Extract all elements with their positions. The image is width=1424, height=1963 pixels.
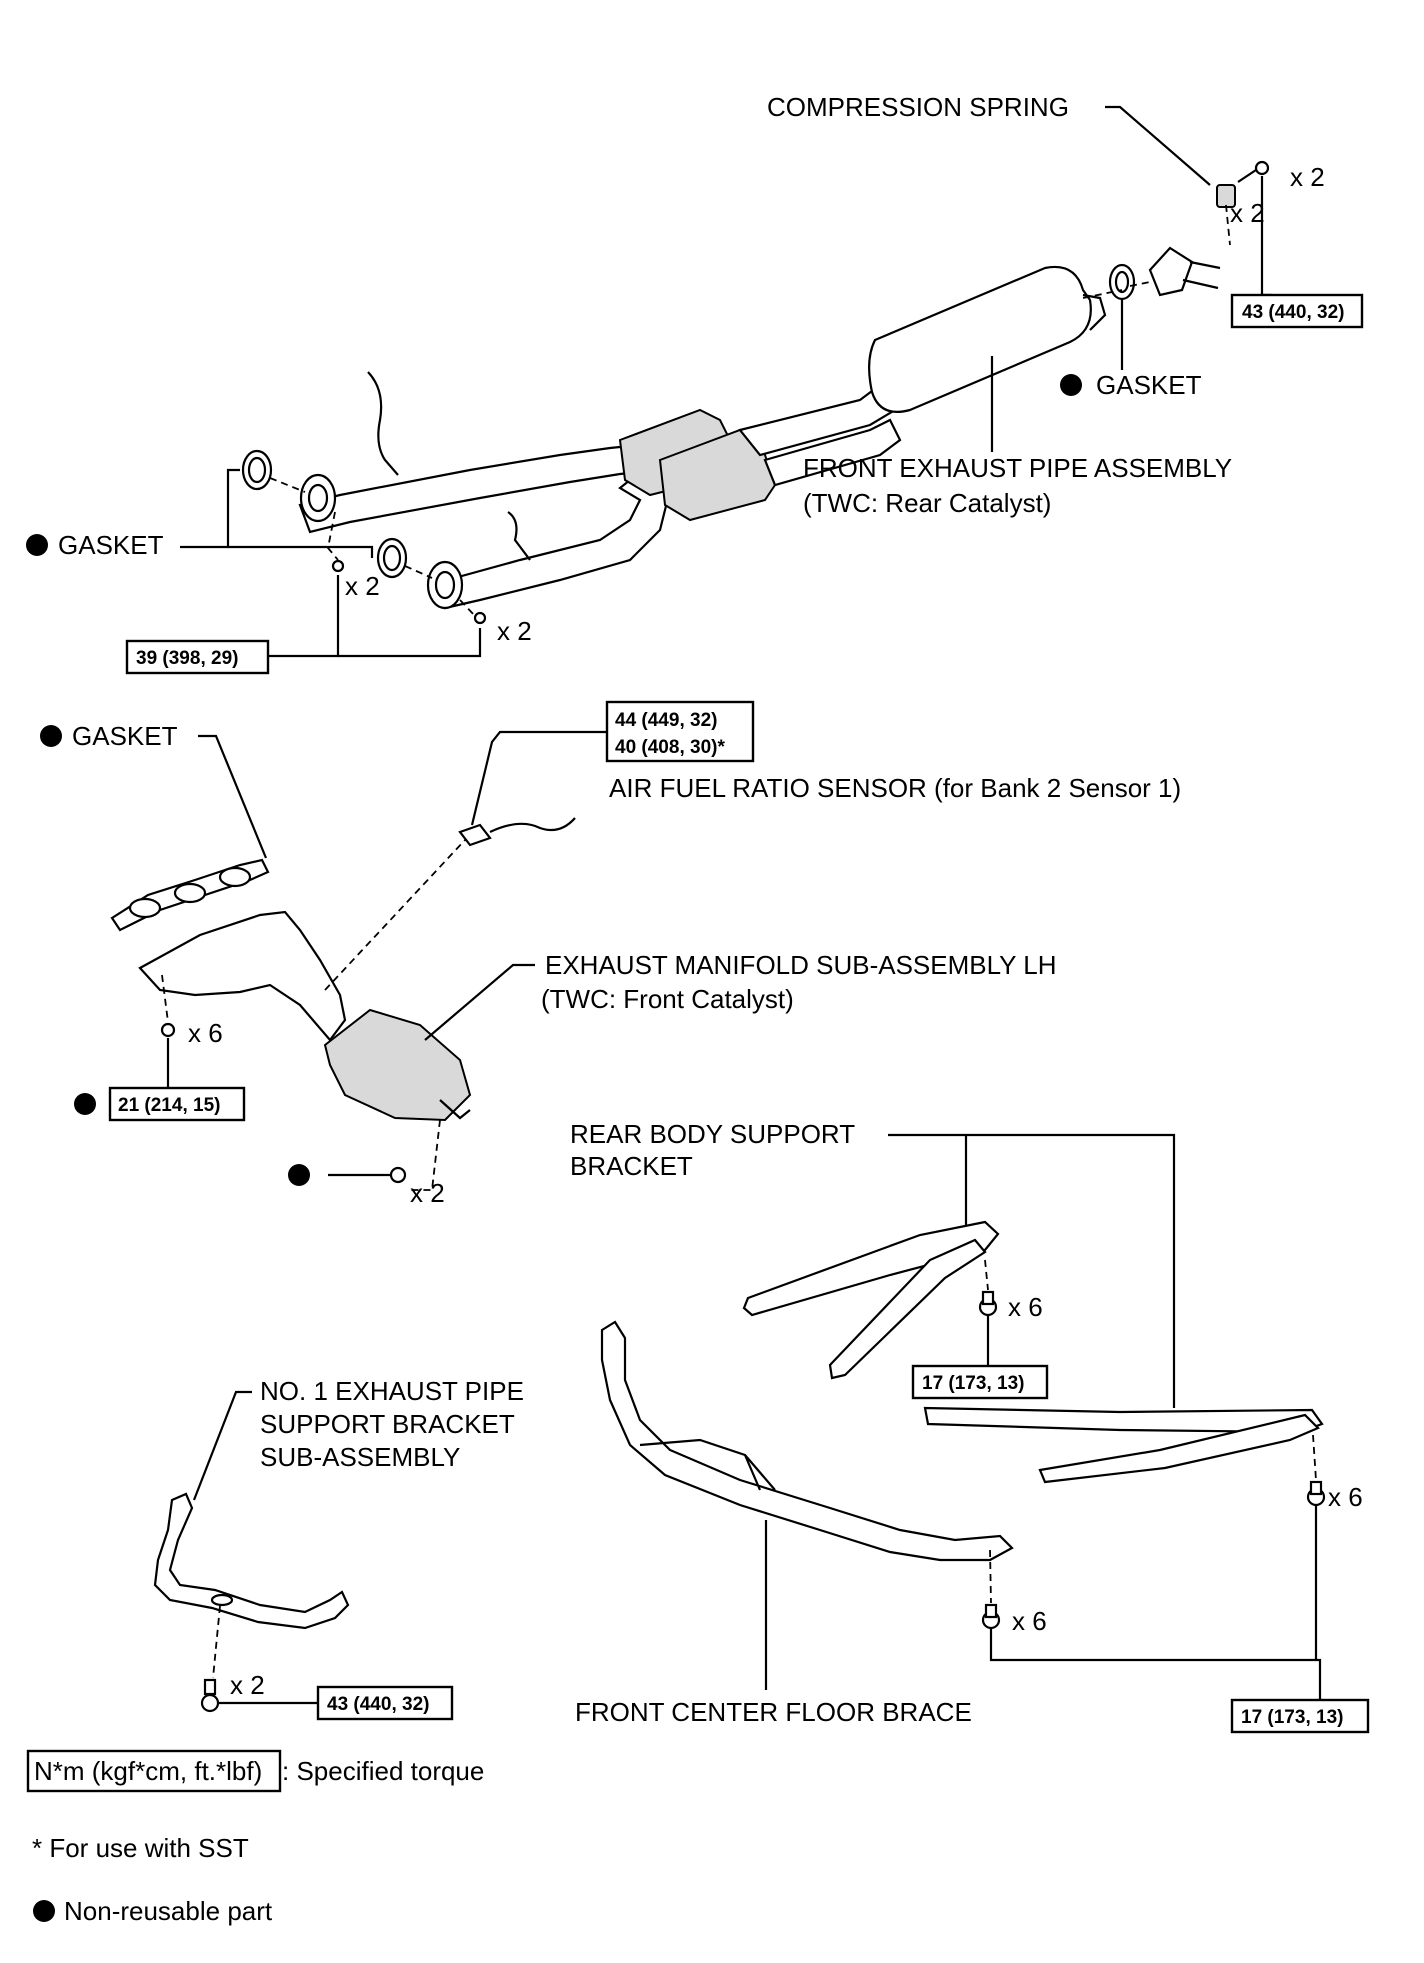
spring-qty: x 2 — [1230, 198, 1265, 228]
front-exhaust-pipe-sub-label: (TWC: Rear Catalyst) — [803, 488, 1051, 518]
sensor-torque-line1: 44 (449, 32) — [615, 710, 717, 731]
no1-torque-box: 43 (440, 32) — [316, 1685, 454, 1721]
manifold-sub-label: (TWC: Front Catalyst) — [541, 984, 794, 1014]
no1-bracket-label-2: SUPPORT BRACKET — [260, 1409, 515, 1439]
rear-body-bolt-qty: x 6 — [1008, 1292, 1043, 1322]
non-reusable-bullet-icon — [40, 725, 62, 747]
manifold-stud-qty: x 2 — [410, 1178, 445, 1208]
flange-a-qty: x 2 — [345, 571, 380, 601]
manifold-torque: 21 (214, 15) — [118, 1095, 220, 1116]
front-gasket-callout: GASKET — [26, 530, 164, 560]
no1-torque: 43 (440, 32) — [327, 1694, 429, 1715]
torque-unit-legend: N*m (kgf*cm, ft.*lbf) — [34, 1756, 262, 1786]
flange-b-qty: x 2 — [497, 616, 532, 646]
manifold-gasket-label: GASKET — [72, 721, 178, 751]
non-reusable-bullet-icon — [26, 534, 48, 556]
sensor-torque-box: 44 (449, 32) 40 (408, 30)* — [470, 700, 755, 826]
sst-note-legend: * For use with SST — [32, 1833, 249, 1863]
rear-body-sub-label: BRACKET — [570, 1151, 693, 1181]
rear-bolt-qty: x 2 — [1290, 162, 1325, 192]
rear-gasket-label: GASKET — [1096, 370, 1202, 400]
no1-bolt-qty: x 2 — [230, 1670, 265, 1700]
manifold-label: EXHAUST MANIFOLD SUB-ASSEMBLY LH — [545, 950, 1056, 980]
brace-bolt-qty: x 6 — [1012, 1606, 1047, 1636]
front-exhaust-pipe-assembly — [241, 160, 1270, 625]
non-reusable-bullet-icon — [74, 1093, 96, 1115]
manifold-stud-callout: x 2 — [288, 1164, 445, 1208]
non-reusable-bullet-icon — [288, 1164, 310, 1186]
no1-bracket-label: NO. 1 EXHAUST PIPE — [260, 1376, 524, 1406]
exhaust-manifold-lh — [110, 817, 576, 1191]
manifold-torque-box: 21 (214, 15) — [74, 1086, 246, 1122]
rear-body-torque-box: 17 (173, 13) — [911, 1316, 1049, 1400]
floor-brace-label: FRONT CENTER FLOOR BRACE — [575, 1697, 972, 1727]
non-reusable-legend: Non-reusable part — [64, 1896, 273, 1926]
non-reusable-bullet-icon — [33, 1900, 55, 1922]
non-reusable-bullet-icon — [1060, 374, 1082, 396]
manifold-nut-qty: x 6 — [188, 1018, 223, 1048]
rear-gasket-callout: GASKET — [1060, 370, 1202, 400]
rear-bolt-torque: 43 (440, 32) — [1242, 302, 1344, 323]
brace-torque-box: 17 (173, 13) — [1230, 1698, 1370, 1734]
manifold-gasket-callout: GASKET — [40, 721, 268, 859]
legend: N*m (kgf*cm, ft.*lbf) : Specified torque… — [26, 1749, 484, 1926]
af-sensor-label: AIR FUEL RATIO SENSOR (for Bank 2 Sensor… — [609, 773, 1181, 803]
rear-bolt-torque-box: 43 (440, 32) — [1230, 293, 1364, 329]
sensor-torque-line2: 40 (408, 30)* — [615, 737, 725, 758]
front-gasket-label: GASKET — [58, 530, 164, 560]
compression-spring-label: COMPRESSION SPRING — [767, 92, 1069, 122]
no1-exhaust-pipe-support-bracket — [153, 1492, 350, 1713]
rear-body-label: REAR BODY SUPPORT — [570, 1119, 855, 1149]
front-center-floor-brace — [600, 1320, 1014, 1630]
front-flange-torque-box: 39 (398, 29) — [125, 639, 270, 675]
rear-body-torque: 17 (173, 13) — [922, 1373, 1024, 1394]
torque-desc-legend: : Specified torque — [282, 1756, 484, 1786]
no1-bracket-label-3: SUB-ASSEMBLY — [260, 1442, 460, 1472]
rear-body-bolt-b-qty: x 6 — [1328, 1482, 1363, 1512]
rear-body-support-bracket — [742, 1220, 1326, 1507]
front-flange-torque: 39 (398, 29) — [136, 648, 238, 669]
brace-torque: 17 (173, 13) — [1241, 1707, 1343, 1728]
front-exhaust-pipe-label: FRONT EXHAUST PIPE ASSEMBLY — [803, 453, 1232, 483]
